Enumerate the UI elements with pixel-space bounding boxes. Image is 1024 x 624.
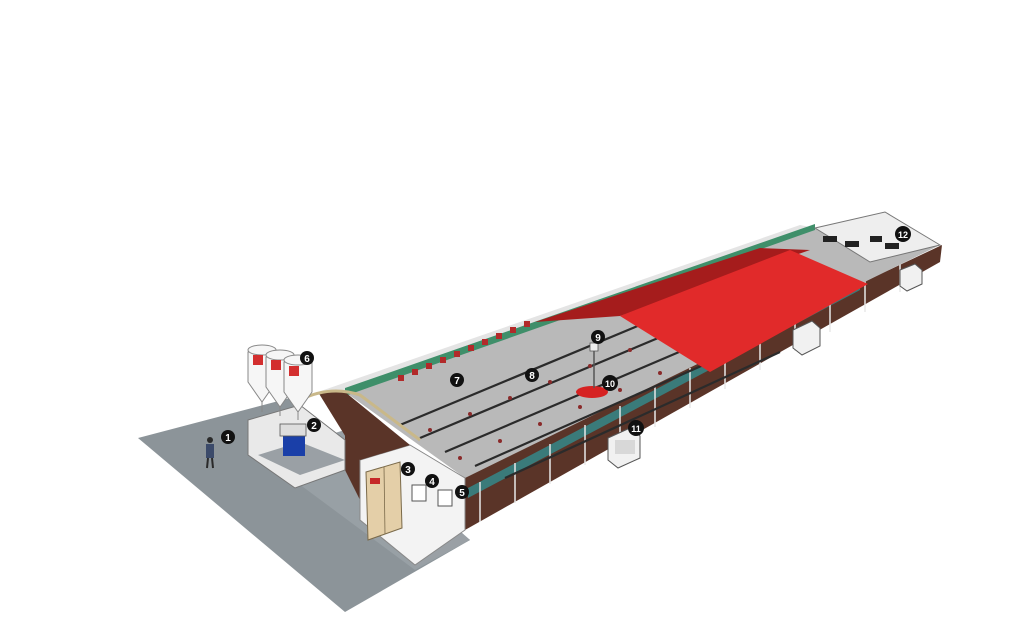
- back-wall-vents: [398, 321, 530, 381]
- callout-9: 9: [591, 330, 605, 344]
- control-panel-icon: [365, 461, 403, 541]
- silo-icon: [247, 344, 313, 420]
- control-box-5: [437, 489, 453, 507]
- svg-text:2: 2: [311, 421, 317, 432]
- svg-text:10: 10: [605, 379, 615, 389]
- callout-8: 8: [525, 368, 539, 382]
- sensor-box: [589, 342, 599, 352]
- svg-text:12: 12: [898, 230, 908, 240]
- svg-text:1: 1: [225, 433, 231, 444]
- callout-1: 1: [221, 430, 235, 444]
- drinker-dots: [428, 348, 662, 460]
- entrance-gable: [318, 392, 410, 460]
- svg-text:4: 4: [429, 477, 435, 488]
- svg-text:8: 8: [529, 371, 535, 382]
- svg-text:3: 3: [405, 465, 411, 476]
- weighing-scale: [576, 386, 608, 398]
- callout-6: 6: [300, 351, 314, 365]
- callout-11: 11: [628, 420, 644, 436]
- svg-text:5: 5: [459, 488, 465, 499]
- callout-5: 5: [455, 485, 469, 499]
- callout-3: 3: [401, 462, 415, 476]
- svg-text:11: 11: [631, 424, 641, 434]
- roof-red: [620, 250, 868, 372]
- callout-7: 7: [450, 373, 464, 387]
- exterior-unit-mid: [792, 320, 821, 356]
- callout-10: 10: [602, 375, 618, 391]
- exterior-unit-far: [899, 263, 923, 292]
- svg-text:6: 6: [304, 354, 310, 365]
- roof-dark-slope: [535, 248, 810, 322]
- svg-text:9: 9: [595, 333, 601, 344]
- callout-4: 4: [425, 474, 439, 488]
- control-box-4: [411, 484, 427, 502]
- tunnel-fans: [823, 236, 899, 249]
- callout-2: 2: [307, 418, 321, 432]
- person-icon: [206, 437, 214, 469]
- svg-text:7: 7: [454, 376, 460, 387]
- yard-ground: [138, 398, 470, 612]
- callout-12: 12: [895, 226, 911, 242]
